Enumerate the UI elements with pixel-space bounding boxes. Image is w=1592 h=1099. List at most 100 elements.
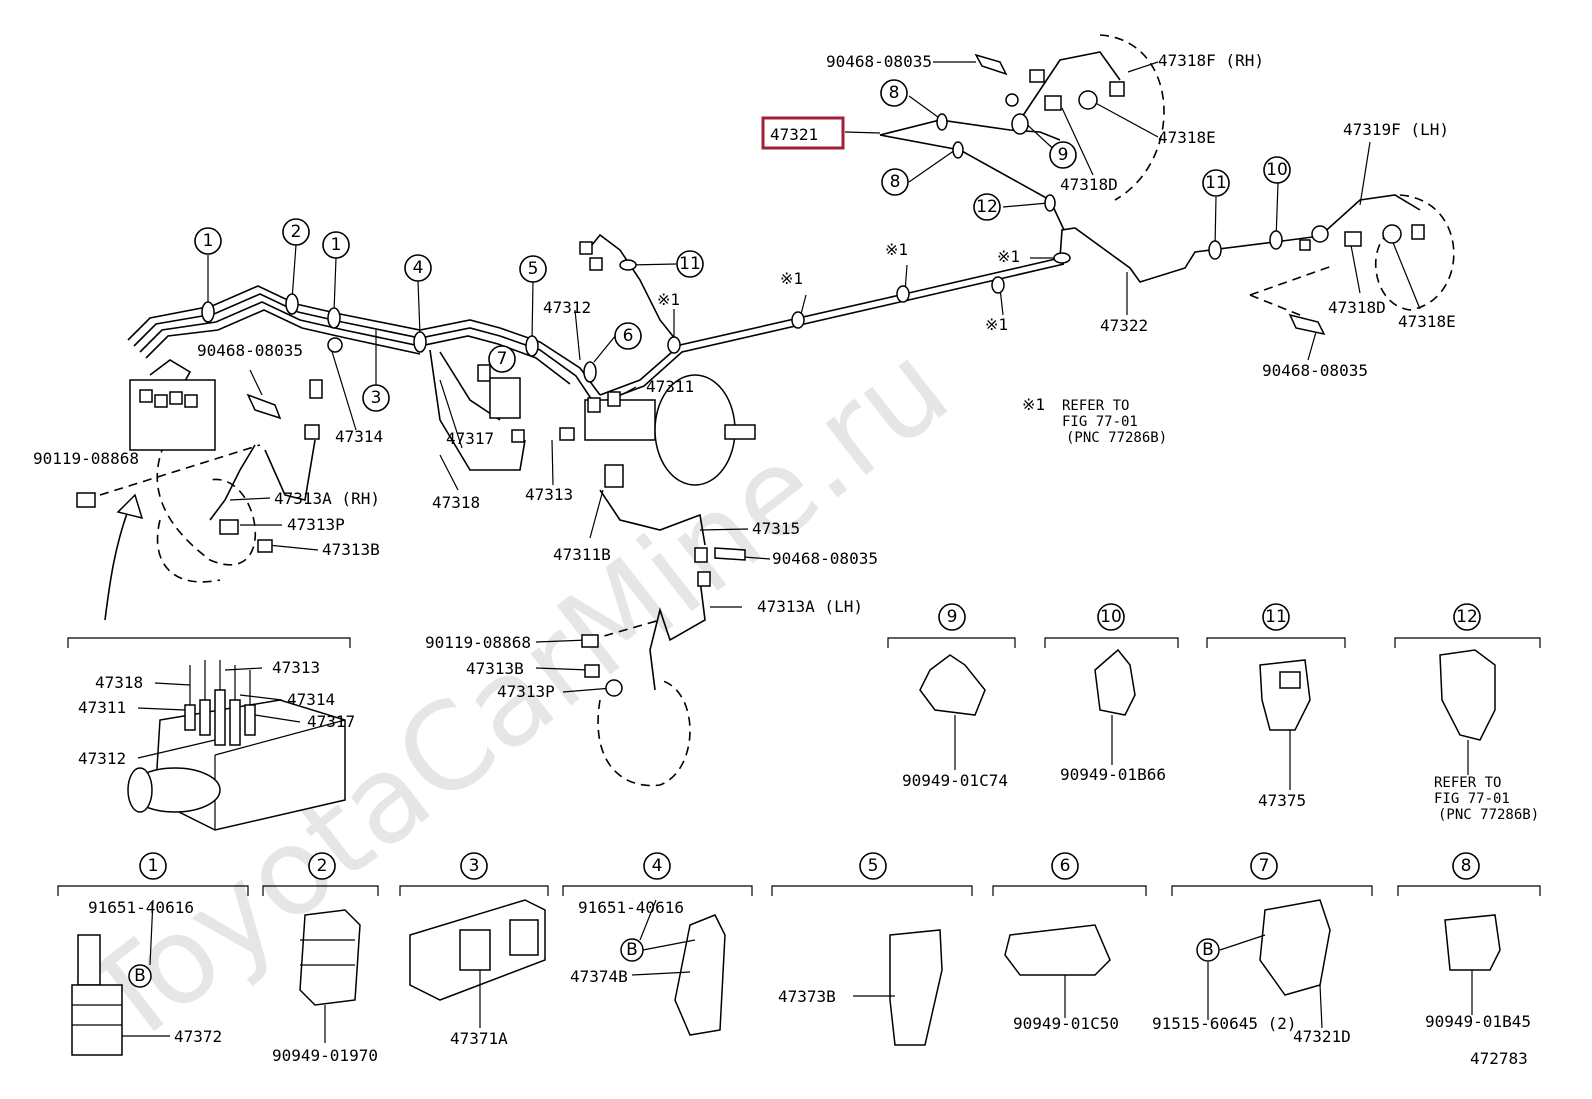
label-90119-mid[interactable]: 90119-08868 <box>425 633 531 652</box>
label-47313A-LH[interactable]: 47313A (LH) <box>757 597 863 616</box>
label-47319F[interactable]: 47319F (LH) <box>1343 120 1449 139</box>
detail12-line2: FIG 77-01 <box>1434 791 1510 807</box>
detail-callout-10[interactable]: 10 <box>1100 607 1122 627</box>
inset-label-47313[interactable]: 47313 <box>272 658 320 677</box>
inset-label-47311[interactable]: 47311 <box>78 698 126 717</box>
label-47321[interactable]: 47321 <box>770 125 818 144</box>
refer-note-line2: FIG 77-01 <box>1062 414 1138 430</box>
label-47311[interactable]: 47311 <box>646 377 694 396</box>
detail9-part[interactable]: 90949-01C74 <box>902 771 1008 790</box>
callout-11[interactable]: 11 <box>679 254 701 274</box>
detail1-part-a[interactable]: 91651-40616 <box>88 898 194 917</box>
fittings-and-bolts <box>76 53 1425 697</box>
label-47312[interactable]: 47312 <box>543 298 591 317</box>
detail-callout-12[interactable]: 12 <box>1456 607 1478 627</box>
detail12-line3: (PNC 77286B) <box>1438 807 1539 823</box>
label-47314[interactable]: 47314 <box>335 427 383 446</box>
label-90468-left[interactable]: 90468-08035 <box>197 341 303 360</box>
detail7-part-b[interactable]: 47321D <box>1293 1027 1351 1046</box>
detail10-part[interactable]: 90949-01B66 <box>1060 765 1166 784</box>
callout-circles: 1 2 1 4 5 3 7 6 11 8 8 12 9 11 10 9 10 1… <box>139 79 1481 880</box>
abs-block-inset <box>67 637 351 831</box>
label-47313B-left[interactable]: 47313B <box>322 540 380 559</box>
callout-9[interactable]: 9 <box>1058 145 1069 165</box>
highlight-box <box>761 116 845 150</box>
detail-boxes-lower <box>57 885 1541 1056</box>
detail2-part[interactable]: 90949-01970 <box>272 1046 378 1065</box>
callout-10[interactable]: 10 <box>1266 160 1288 180</box>
label-47315[interactable]: 47315 <box>752 519 800 538</box>
inset-label-47312[interactable]: 47312 <box>78 749 126 768</box>
detail-callout-9[interactable]: 9 <box>947 607 958 627</box>
detail3-part[interactable]: 47371A <box>450 1029 508 1048</box>
main-brake-lines <box>127 51 1421 691</box>
callout-11b[interactable]: 11 <box>1205 173 1227 193</box>
detail12-line1: REFER TO <box>1434 775 1501 791</box>
label-47313P-left[interactable]: 47313P <box>287 515 345 534</box>
callout-5[interactable]: 5 <box>528 259 539 279</box>
refer-markers: ※1 ※1 ※1 ※1 ※1 <box>657 240 1020 334</box>
refer-marker-5: ※1 <box>985 315 1008 334</box>
label-47313[interactable]: 47313 <box>525 485 573 504</box>
callout-3[interactable]: 3 <box>371 388 382 408</box>
b-mark-7: B <box>1202 940 1214 960</box>
callout-12[interactable]: 12 <box>976 197 998 217</box>
label-90468-top[interactable]: 90468-08035 <box>826 52 932 71</box>
detail-callout-1[interactable]: 1 <box>148 856 159 876</box>
label-90468-right[interactable]: 90468-08035 <box>1262 361 1368 380</box>
detail-callout-8[interactable]: 8 <box>1461 856 1472 876</box>
callout-1b[interactable]: 1 <box>331 235 342 255</box>
label-47318D-right[interactable]: 47318D <box>1328 298 1386 317</box>
callout-1[interactable]: 1 <box>203 231 214 251</box>
callout-6[interactable]: 6 <box>623 326 634 346</box>
inset-label-47317[interactable]: 47317 <box>307 712 355 731</box>
detail4-part-a[interactable]: 91651-40616 <box>578 898 684 917</box>
inset-label-47318[interactable]: 47318 <box>95 673 143 692</box>
label-47318E-right[interactable]: 47318E <box>1398 312 1456 331</box>
diagram-number: 472783 <box>1470 1049 1528 1068</box>
detail-boxes-upper <box>887 637 1541 790</box>
callout-7[interactable]: 7 <box>497 349 508 369</box>
label-47318D-top[interactable]: 47318D <box>1060 175 1118 194</box>
detail-callout-4[interactable]: 4 <box>652 856 663 876</box>
zoom-arrow-head <box>116 493 144 520</box>
inset-label-47314[interactable]: 47314 <box>287 690 335 709</box>
label-47318[interactable]: 47318 <box>432 493 480 512</box>
detail-callout-7[interactable]: 7 <box>1259 856 1270 876</box>
label-47313P-mid[interactable]: 47313P <box>497 682 555 701</box>
detail8-part[interactable]: 90949-01B45 <box>1425 1012 1531 1031</box>
part-labels: 47321 90468-08035 47318F (RH) 47318E 473… <box>33 51 1539 1068</box>
label-47317[interactable]: 47317 <box>446 429 494 448</box>
detail-callout-3[interactable]: 3 <box>469 856 480 876</box>
label-47313A-RH[interactable]: 47313A (RH) <box>274 489 380 508</box>
label-47313B-mid[interactable]: 47313B <box>466 659 524 678</box>
b-mark-4: B <box>626 940 638 960</box>
refer-marker-4: ※1 <box>997 247 1020 266</box>
detail4-part-b[interactable]: 47374B <box>570 967 628 986</box>
callout-2[interactable]: 2 <box>291 222 302 242</box>
line-clip-beads <box>201 113 1283 383</box>
label-47311B[interactable]: 47311B <box>553 545 611 564</box>
refer-marker-1: ※1 <box>657 290 680 309</box>
detail-callout-11[interactable]: 11 <box>1265 607 1287 627</box>
callout-8a[interactable]: 8 <box>889 83 900 103</box>
b-mark-1: B <box>134 966 146 986</box>
callout-8b[interactable]: 8 <box>890 172 901 192</box>
detail7-part-a[interactable]: 91515-60645 (2) <box>1152 1014 1297 1033</box>
label-47318E-top[interactable]: 47318E <box>1158 128 1216 147</box>
refer-marker-3: ※1 <box>885 240 908 259</box>
detail11-part[interactable]: 47375 <box>1258 791 1306 810</box>
label-47318F[interactable]: 47318F (RH) <box>1158 51 1264 70</box>
detail1-part-b[interactable]: 47372 <box>174 1027 222 1046</box>
detail-callout-6[interactable]: 6 <box>1060 856 1071 876</box>
label-90468-mid[interactable]: 90468-08035 <box>772 549 878 568</box>
refer-marker-2: ※1 <box>780 269 803 288</box>
detail6-part[interactable]: 90949-01C50 <box>1013 1014 1119 1033</box>
detail-callout-2[interactable]: 2 <box>317 856 328 876</box>
callout-4[interactable]: 4 <box>413 258 424 278</box>
label-90119-left[interactable]: 90119-08868 <box>33 449 139 468</box>
label-47322[interactable]: 47322 <box>1100 316 1148 335</box>
detail-callout-5[interactable]: 5 <box>868 856 879 876</box>
detail5-part[interactable]: 47373B <box>778 987 836 1006</box>
